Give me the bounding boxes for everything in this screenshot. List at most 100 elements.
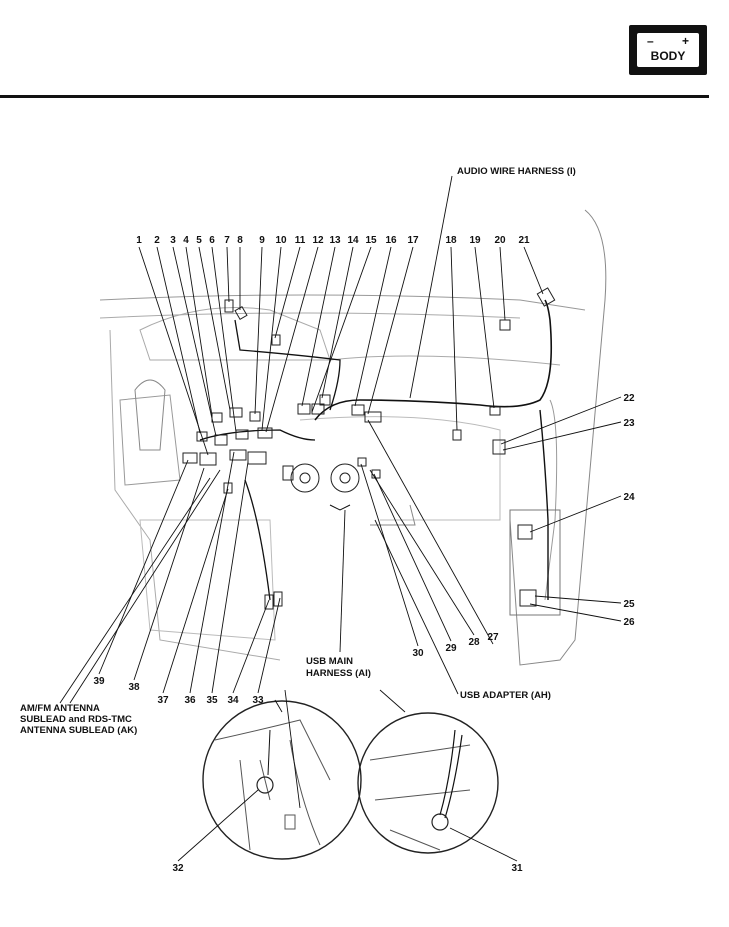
- callout-11: 11: [295, 235, 306, 246]
- leader-24: [529, 495, 622, 533]
- callout-31: 31: [511, 863, 523, 874]
- label-usb-main-harness-2: HARNESS (AI): [306, 668, 371, 679]
- callout-34: 34: [227, 695, 239, 706]
- callout-6: 6: [209, 235, 215, 246]
- callout-26: 26: [623, 617, 635, 628]
- dashboard-drawing: [99, 209, 607, 860]
- leader-30: [360, 463, 419, 647]
- leader-15: [311, 246, 372, 413]
- callout-29: 29: [445, 643, 457, 654]
- label-antenna-3: ANTENNA SUBLEAD (AK): [20, 725, 137, 736]
- leader-38: [133, 467, 205, 681]
- callout-12: 12: [312, 235, 324, 246]
- leader-25: [534, 595, 622, 604]
- callout-19: 19: [469, 235, 481, 246]
- label-leader-4: [69, 469, 221, 704]
- leader-26: [529, 603, 622, 622]
- leader-6: [211, 246, 237, 433]
- leader-2: [156, 246, 201, 434]
- leader-22: [500, 396, 622, 445]
- leader-10: [261, 246, 282, 431]
- leader-17: [367, 246, 414, 415]
- leader-31: [449, 827, 518, 862]
- callout-33: 33: [252, 695, 264, 706]
- label-leader-2: [374, 519, 459, 695]
- callout-3: 3: [170, 235, 176, 246]
- leader-39: [98, 459, 189, 675]
- battery-minus-sign: –: [647, 34, 654, 48]
- callout-14: 14: [347, 235, 359, 246]
- label-leader-6: [379, 689, 406, 713]
- header-rule: [0, 95, 709, 98]
- callout-27: 27: [487, 632, 499, 643]
- callout-23: 23: [623, 418, 635, 429]
- leader-33: [257, 597, 281, 694]
- callout-25: 25: [623, 599, 635, 610]
- label-leader-3: [59, 477, 211, 704]
- section-badge: – + BODY: [629, 25, 707, 75]
- leader-21: [523, 246, 544, 295]
- leader-29: [373, 473, 452, 642]
- callout-38: 38: [128, 682, 140, 693]
- callout-15: 15: [365, 235, 377, 246]
- leader-9: [254, 246, 263, 415]
- leader-37: [162, 488, 229, 694]
- callout-17: 17: [407, 235, 419, 246]
- label-usb-adapter: USB ADAPTER (AH): [460, 690, 551, 701]
- label-audio-harness: AUDIO WIRE HARNESS (I): [457, 166, 576, 177]
- battery-plus-sign: +: [681, 34, 689, 48]
- callout-1: 1: [136, 235, 142, 246]
- label-antenna-2: SUBLEAD and RDS-TMC: [20, 714, 132, 725]
- leader-4: [185, 246, 213, 417]
- leader-19: [474, 246, 495, 409]
- label-antenna-1: AM/FM ANTENNA: [20, 703, 100, 714]
- callout-24: 24: [623, 492, 635, 503]
- leader-27: [367, 419, 494, 645]
- callout-2: 2: [154, 235, 160, 246]
- leader-32: [177, 789, 259, 862]
- leader-28: [369, 469, 475, 636]
- callout-36: 36: [184, 695, 196, 706]
- label-leader-5: [284, 689, 301, 809]
- section-badge-label: BODY: [650, 49, 686, 63]
- callout-4: 4: [183, 235, 189, 246]
- leader-34: [232, 599, 270, 694]
- callout-32: 32: [172, 863, 184, 874]
- callout-22: 22: [623, 393, 635, 404]
- leader-1: [138, 246, 209, 456]
- label-leader-0: [409, 175, 453, 399]
- callout-39: 39: [93, 676, 105, 687]
- callout-9: 9: [259, 235, 265, 246]
- leader-14: [321, 246, 354, 399]
- leader-13: [301, 246, 336, 407]
- callout-30: 30: [412, 648, 424, 659]
- label-usb-main-harness-1: USB MAIN: [306, 656, 353, 667]
- leader-23: [502, 421, 622, 451]
- callout-35: 35: [206, 695, 218, 706]
- leader-35: [211, 461, 249, 694]
- leader-18: [450, 246, 458, 431]
- leader-5: [198, 246, 231, 411]
- leader-3: [172, 246, 217, 437]
- callout-20: 20: [494, 235, 506, 246]
- leader-11: [274, 246, 301, 339]
- leader-16: [354, 246, 392, 407]
- callout-21: 21: [518, 235, 530, 246]
- callout-13: 13: [329, 235, 341, 246]
- battery-icon: – + BODY: [637, 33, 699, 67]
- callout-5: 5: [196, 235, 202, 246]
- label-leader-1: [339, 509, 346, 653]
- callout-10: 10: [275, 235, 287, 246]
- leader-20: [499, 246, 506, 321]
- callout-37: 37: [157, 695, 169, 706]
- leader-12: [265, 246, 319, 433]
- leader-7: [226, 246, 230, 303]
- callout-8: 8: [237, 235, 243, 246]
- callout-28: 28: [468, 637, 480, 648]
- leader-36: [189, 451, 235, 694]
- callout-16: 16: [385, 235, 397, 246]
- callout-leaders: [59, 175, 622, 862]
- callout-18: 18: [445, 235, 457, 246]
- label-leader-7: [274, 699, 283, 713]
